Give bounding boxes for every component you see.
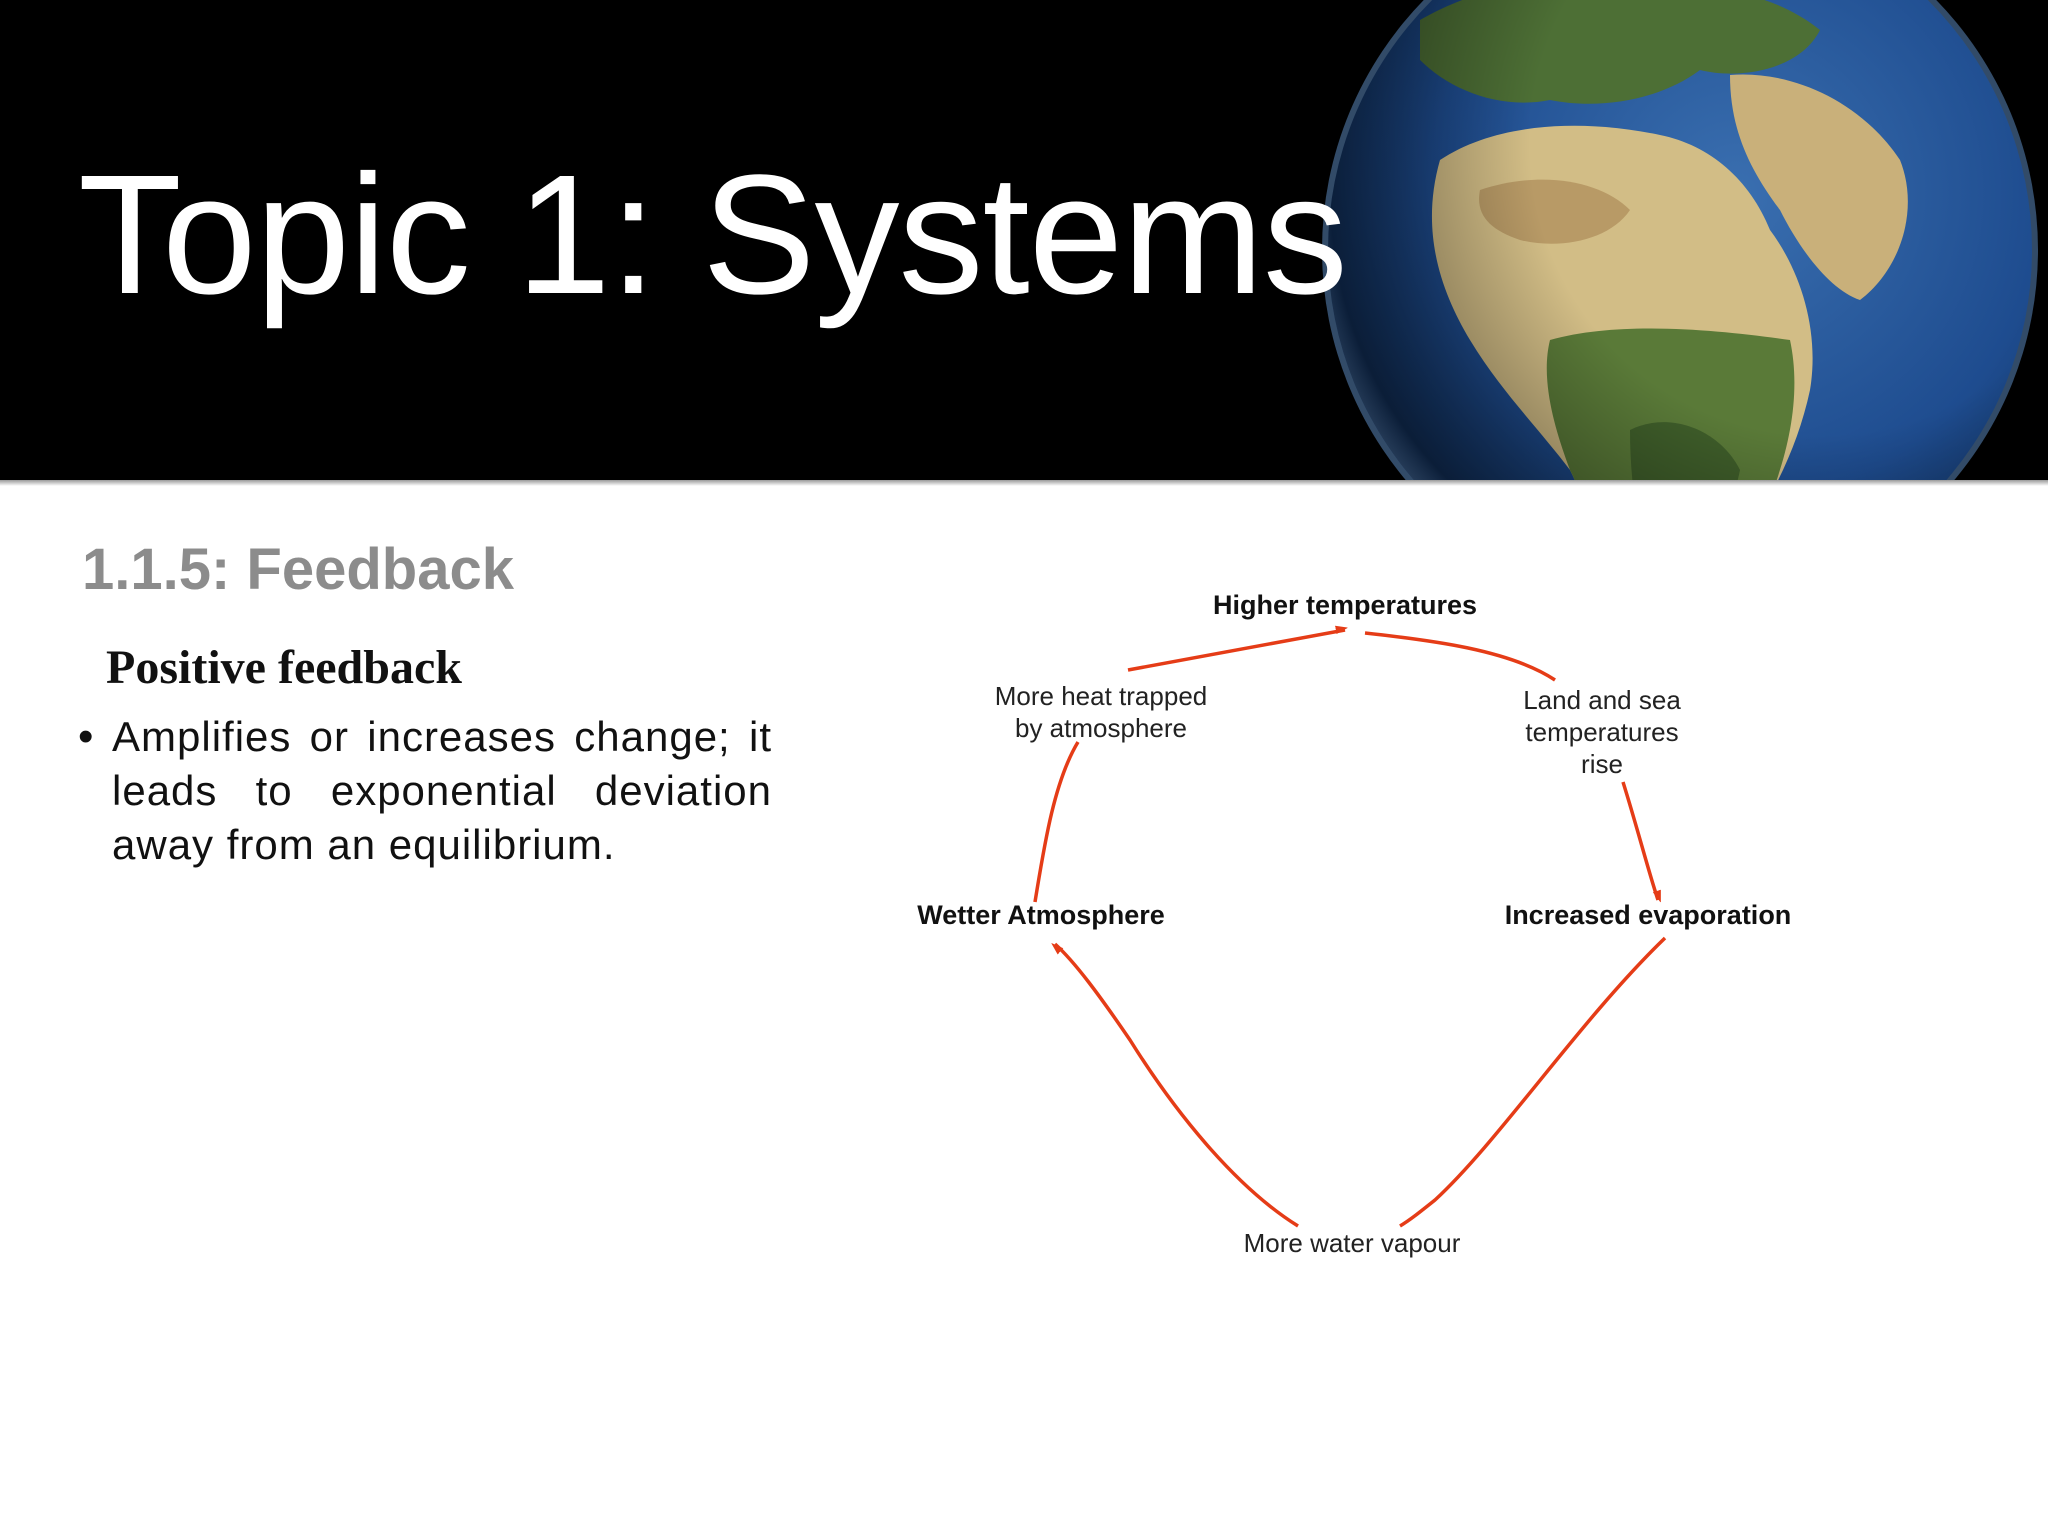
feedback-type-heading: Positive feedback [106, 641, 462, 694]
edge-bottom-to-left [1055, 942, 1299, 1228]
header-divider [0, 480, 2048, 486]
earth-globe-icon [1322, 0, 2038, 480]
edge-right-to-bottom [1399, 936, 1667, 1228]
edge-label-land-sea-line-3: rise [1581, 749, 1623, 779]
edge-label-heat-trapped-line-2: by atmosphere [1015, 713, 1187, 743]
node-higher-temperatures: Higher temperatures [1213, 590, 1477, 620]
node-more-water-vapour: More water vapour [1244, 1228, 1461, 1258]
edge-label-heat-trapped-line-1: More heat trapped [995, 681, 1207, 711]
header-banner: Topic 1: Systems [0, 0, 2048, 480]
page-title: Topic 1: Systems [78, 140, 1348, 330]
edge-left-to-left-label [1033, 741, 1080, 903]
edge-right-label-to-node [1621, 781, 1658, 900]
node-wetter-atmosphere: Wetter Atmosphere [917, 900, 1165, 930]
section-heading: 1.1.5: Feedback [82, 537, 514, 602]
edge-label-land-sea-line-2: temperatures [1525, 717, 1678, 747]
edge-top-to-right [1364, 631, 1556, 682]
node-increased-evaporation: Increased evaporation [1505, 900, 1792, 930]
edge-left-to-top [1127, 630, 1345, 672]
bullet-icon: • [78, 712, 94, 761]
edge-label-land-sea-line-1: Land and sea [1523, 685, 1681, 715]
bullet-text: Amplifies or increases change; it leads … [112, 713, 772, 868]
